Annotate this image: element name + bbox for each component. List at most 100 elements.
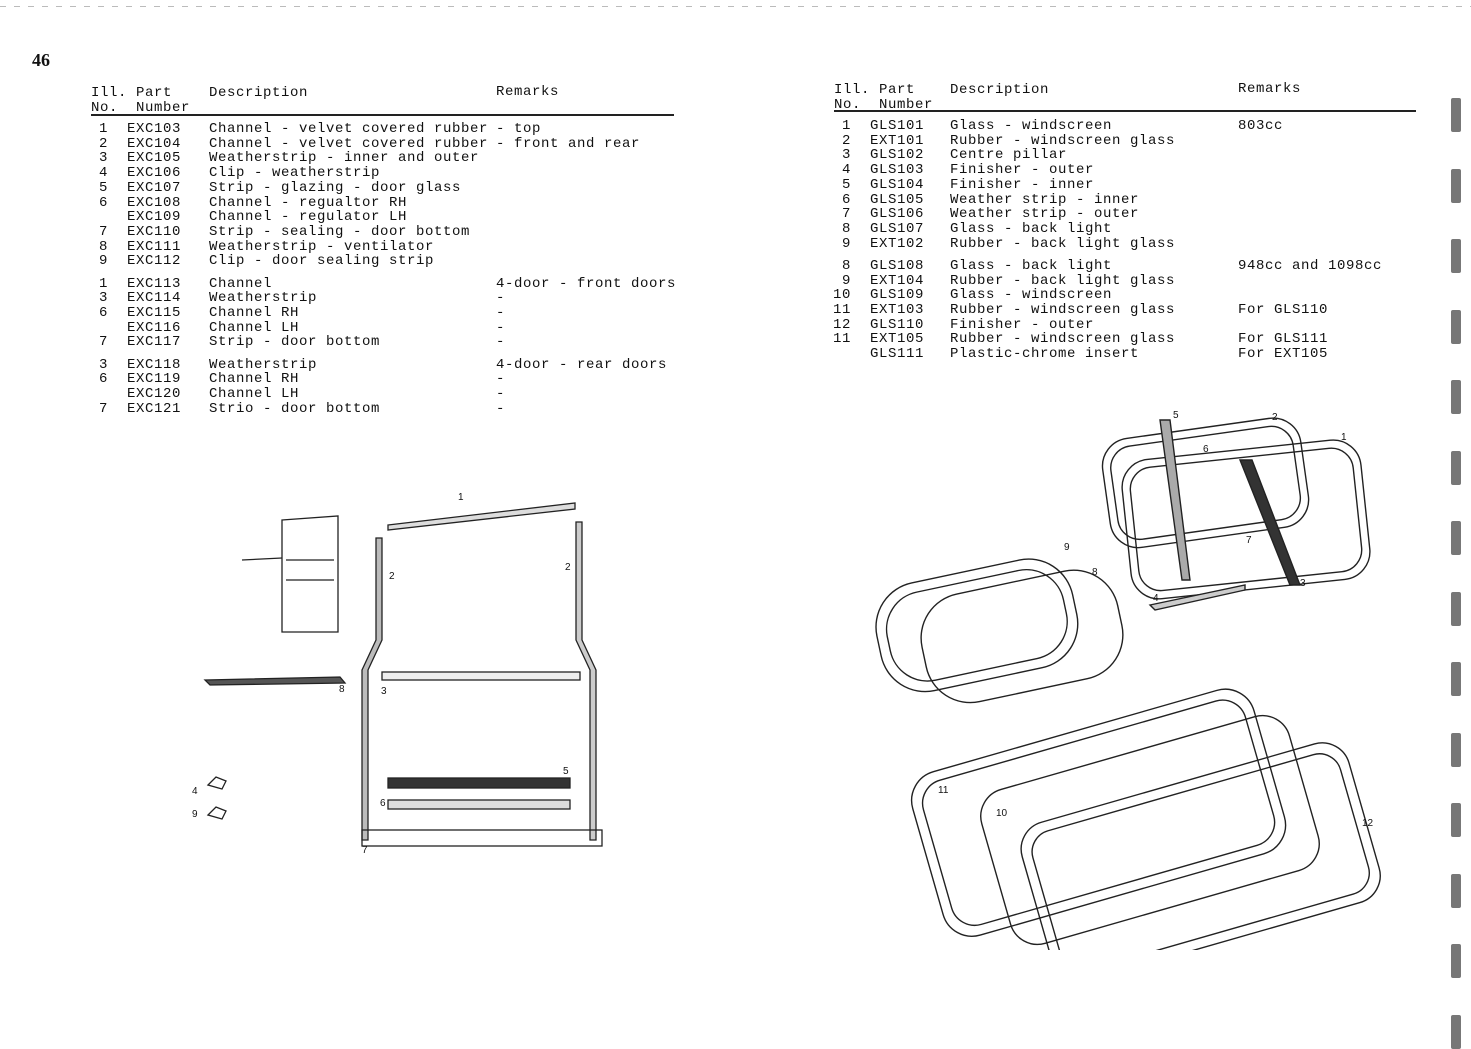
ill-no-cell: 6 — [98, 304, 108, 321]
description-cell: Channel LH — [209, 319, 300, 336]
ill-no-cell: 7 — [841, 206, 851, 223]
description-cell: Channel - regualtor RH — [209, 194, 408, 211]
callout-7: 7 — [1246, 535, 1252, 546]
part-number-cell: GLS111 — [870, 346, 925, 362]
description-cell: Rubber - back light glass — [950, 272, 1176, 289]
remarks-cell: For GLS110 — [1238, 301, 1329, 318]
page-number: 46 — [32, 50, 50, 70]
ill-no-cell: 1 — [98, 121, 108, 137]
scan-mark — [1451, 873, 1461, 908]
scan-mark — [1451, 98, 1461, 132]
header-rule — [834, 110, 1416, 112]
ill-no-cell: 4 — [98, 165, 108, 182]
remarks-cell: - — [496, 319, 506, 336]
part-number-cell: EXC120 — [127, 385, 182, 402]
remarks-cell: 803cc — [1238, 118, 1284, 134]
description-cell: Weatherstrip - inner and outer — [209, 150, 480, 167]
callout-5: 5 — [563, 766, 569, 777]
ill-no-cell: 9 — [841, 272, 851, 289]
part-number-cell: GLS104 — [870, 176, 925, 193]
callout-12: 12 — [1362, 818, 1374, 829]
windscreen-glass-diagram — [875, 417, 1381, 950]
description-cell: Clip - weatherstrip — [209, 165, 381, 182]
header-remarks: Remarks — [496, 84, 560, 100]
description-cell: Strio - door bottom — [209, 400, 381, 417]
description-cell: Weather strip - outer — [950, 206, 1140, 223]
part-number-cell: GLS101 — [870, 118, 925, 134]
description-cell: Channel - regulator LH — [209, 209, 408, 226]
description-cell: Strip - door bottom — [209, 334, 381, 351]
callout-8: 8 — [339, 684, 345, 695]
part-number-cell: EXT101 — [870, 132, 925, 149]
description-cell: Weatherstrip — [209, 290, 318, 307]
remarks-cell: - — [496, 290, 506, 307]
description-cell: Glass - back light — [950, 220, 1113, 237]
callout-4: 4 — [192, 786, 198, 797]
scan-mark — [1451, 521, 1461, 555]
door-seal-diagram — [203, 502, 603, 847]
part-number-cell: EXC106 — [127, 165, 182, 182]
ill-no-cell: 9 — [98, 253, 108, 270]
ill-no-cell: 4 — [841, 162, 851, 179]
remarks-cell: 4-door - front doors — [496, 275, 677, 292]
part-number-cell: EXC112 — [127, 253, 182, 270]
ill-no-cell: 2 — [841, 132, 851, 149]
callout-7: 7 — [362, 845, 368, 856]
remarks-cell: - — [496, 385, 506, 402]
scan-mark — [1451, 591, 1461, 626]
part-number-cell: EXT102 — [870, 235, 925, 252]
description-cell: Plastic-chrome insert — [950, 346, 1140, 362]
part-number-cell: EXC114 — [127, 290, 182, 307]
part-number-cell: EXC113 — [127, 275, 182, 292]
callout-10: 10 — [996, 808, 1008, 819]
description-cell: Rubber - back light glass — [950, 235, 1176, 252]
ill-no-cell: 12 — [832, 316, 851, 333]
remarks-cell: - — [496, 304, 506, 321]
ill-no-cell: 7 — [98, 223, 108, 240]
part-number-cell: EXC103 — [127, 121, 182, 137]
ill-no-cell: 6 — [98, 194, 108, 211]
part-number-cell: GLS109 — [870, 287, 925, 304]
description-cell: Finisher - outer — [950, 316, 1095, 333]
description-cell: Glass - windscreen — [950, 118, 1113, 134]
ill-no-cell: 6 — [841, 191, 851, 208]
description-cell: Weather strip - inner — [950, 191, 1140, 208]
part-number-cell: EXC104 — [127, 135, 182, 152]
remarks-cell: - — [496, 400, 506, 417]
ill-no-cell: 5 — [98, 179, 108, 196]
part-number-cell: EXC108 — [127, 194, 182, 211]
ill-no-cell: 3 — [98, 150, 108, 167]
description-cell: Strip - glazing - door glass — [209, 179, 462, 196]
callout-6: 6 — [1203, 444, 1209, 455]
description-cell: Glass - windscreen — [950, 287, 1113, 304]
part-number-cell: EXC121 — [127, 400, 182, 417]
description-cell: Finisher - inner — [950, 176, 1095, 193]
callout-1: 1 — [458, 492, 464, 503]
scan-mark — [1451, 239, 1461, 273]
scan-mark — [1451, 1014, 1461, 1049]
callout-9: 9 — [1064, 542, 1070, 553]
callout-2: 2 — [1272, 412, 1278, 423]
scan-mark — [1451, 380, 1461, 414]
remarks-cell: - front and rear — [496, 135, 641, 152]
part-number-cell: EXC111 — [127, 238, 182, 255]
description-cell: Weatherstrip — [209, 356, 318, 373]
description-cell: Channel RH — [209, 304, 300, 321]
header-part-number: Part Number — [879, 82, 934, 113]
ill-no-cell: 1 — [841, 118, 851, 134]
ill-no-cell: 5 — [841, 176, 851, 193]
part-number-cell: GLS107 — [870, 220, 925, 237]
ill-no-cell: 8 — [841, 220, 851, 237]
part-number-cell: EXC116 — [127, 319, 182, 336]
remarks-cell: - — [496, 371, 506, 388]
description-cell: Channel — [209, 275, 273, 292]
ill-no-cell: 7 — [98, 400, 108, 417]
callout-6: 6 — [380, 798, 386, 809]
part-number-cell: EXC107 — [127, 179, 182, 196]
description-cell: Channel - velvet covered rubber — [209, 135, 489, 152]
callout-2: 2 — [389, 571, 395, 582]
callout-4: 4 — [1153, 593, 1159, 604]
callout-5: 5 — [1173, 410, 1179, 421]
part-number-cell: GLS102 — [870, 147, 925, 164]
scan-mark — [1451, 450, 1461, 485]
